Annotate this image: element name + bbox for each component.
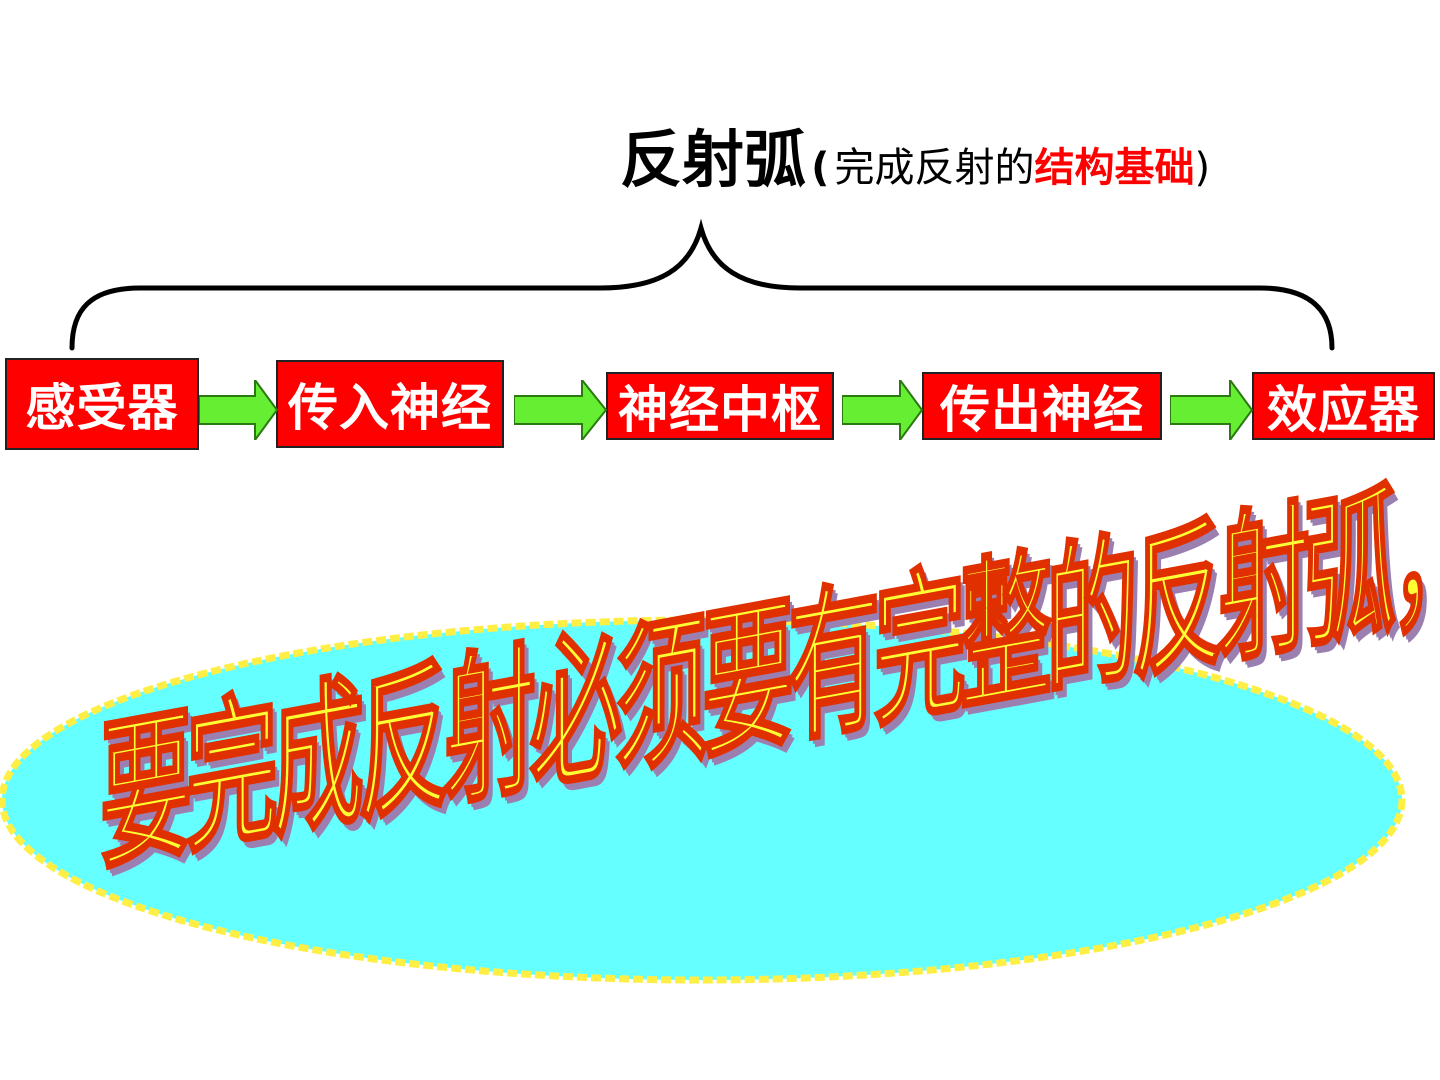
flow-box-afferent-nerve: 传入神经 <box>276 360 504 448</box>
title-main: 反射弧 <box>620 123 807 196</box>
flow-box-nerve-center: 神经中枢 <box>606 372 834 440</box>
title-highlight: 结构基础 <box>1034 145 1195 191</box>
diagram-title: 反射弧 ( 完成反射的结构基础) <box>620 129 1260 204</box>
flow-box-efferent-nerve: 传出神经 <box>922 372 1162 440</box>
flow-arrow-1 <box>199 380 279 440</box>
flow-arrow-3 <box>842 380 924 440</box>
curly-brace <box>69 218 1335 351</box>
title-subtitle: 完成反射的 <box>834 145 1035 191</box>
flow-box-receptor: 感受器 <box>5 358 199 450</box>
flow-box-effector: 效应器 <box>1252 372 1435 440</box>
title-close-paren: ) <box>1194 145 1211 191</box>
flow-arrow-4 <box>1170 380 1254 440</box>
flow-arrow-2 <box>514 380 608 440</box>
title-open-paren: ( <box>811 145 830 191</box>
slogan-container: 要完成反射必须要有完整的反射弧，缺一不可 <box>99 388 1440 900</box>
